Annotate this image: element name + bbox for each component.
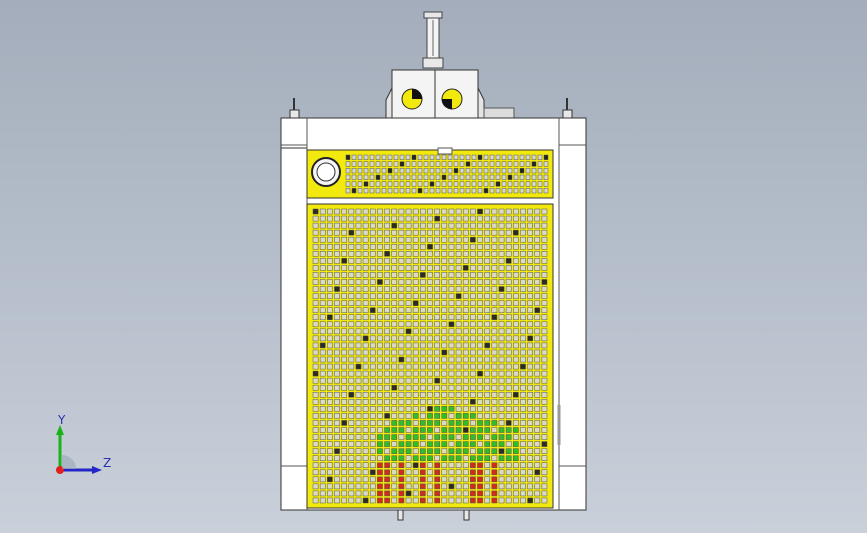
lifting-bolt-right <box>562 98 573 119</box>
z-axis-arrow <box>92 466 102 474</box>
foot-left <box>397 509 404 521</box>
foot-right <box>463 509 470 521</box>
y-axis-label: Y <box>58 413 66 427</box>
main-guard-panel[interactable] <box>306 203 554 509</box>
y-axis-arrow <box>56 425 64 435</box>
axis-triad <box>56 425 102 474</box>
lifting-bolt-left <box>289 98 300 119</box>
top-cylinder <box>422 11 444 69</box>
z-axis-label: Z <box>103 456 112 470</box>
gearbox <box>385 69 515 119</box>
top-guard-panel[interactable] <box>306 147 554 199</box>
